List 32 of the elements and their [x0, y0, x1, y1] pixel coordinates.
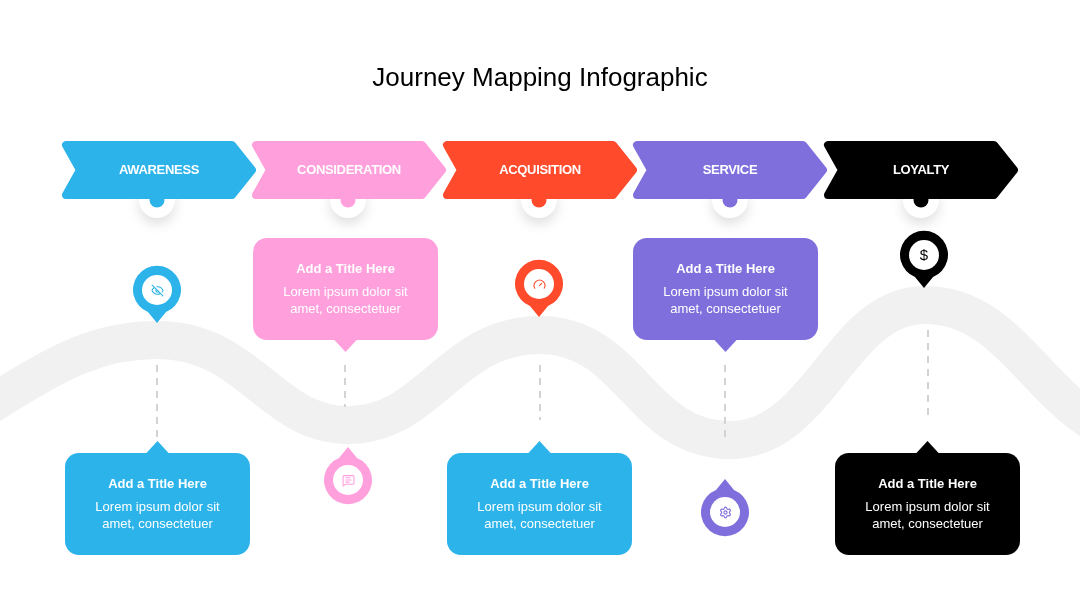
callout-box	[633, 238, 818, 352]
chevron-banner	[60, 141, 258, 199]
map-pin-marker	[899, 230, 949, 290]
callout-title: Add a Title Here	[676, 260, 775, 278]
callout-text: Lorem ipsum dolor sit amet, consectetuer	[864, 498, 991, 533]
stage-label: ACQUISITION	[499, 161, 581, 180]
callout-title: Add a Title Here	[878, 475, 977, 493]
stage-label: AWARENESS	[118, 161, 200, 180]
callout-text: Lorem ipsum dolor sit amet, consectetuer	[476, 498, 603, 533]
map-pin-marker	[514, 259, 564, 319]
callout-title: Add a Title Here	[490, 475, 589, 493]
stage-label: LOYALTY	[892, 161, 950, 180]
chevron-banner	[822, 141, 1020, 199]
callout-title: Add a Title Here	[108, 475, 207, 493]
map-pin-marker	[132, 265, 182, 325]
chevron-banner	[441, 141, 639, 199]
callout-text: Lorem ipsum dolor sit amet, consectetuer	[662, 283, 789, 318]
chevron-banner	[631, 141, 829, 199]
callout-box	[65, 441, 250, 555]
callout-box	[447, 441, 632, 555]
callout-box	[253, 238, 438, 352]
stage-label: CONSIDERATION	[297, 161, 401, 180]
callout-text: Lorem ipsum dolor sit amet, consectetuer	[94, 498, 221, 533]
callout-title: Add a Title Here	[296, 260, 395, 278]
stage-label: SERVICE	[702, 161, 758, 180]
callout-text: Lorem ipsum dolor sit amet, consectetuer	[282, 283, 409, 318]
dollar-sign: $	[919, 244, 929, 265]
map-pin-marker	[700, 477, 750, 537]
callout-box	[835, 441, 1020, 555]
title: Journey Mapping Infographic	[371, 61, 709, 94]
chevron-banner	[250, 141, 448, 199]
map-pin-marker	[323, 445, 373, 505]
